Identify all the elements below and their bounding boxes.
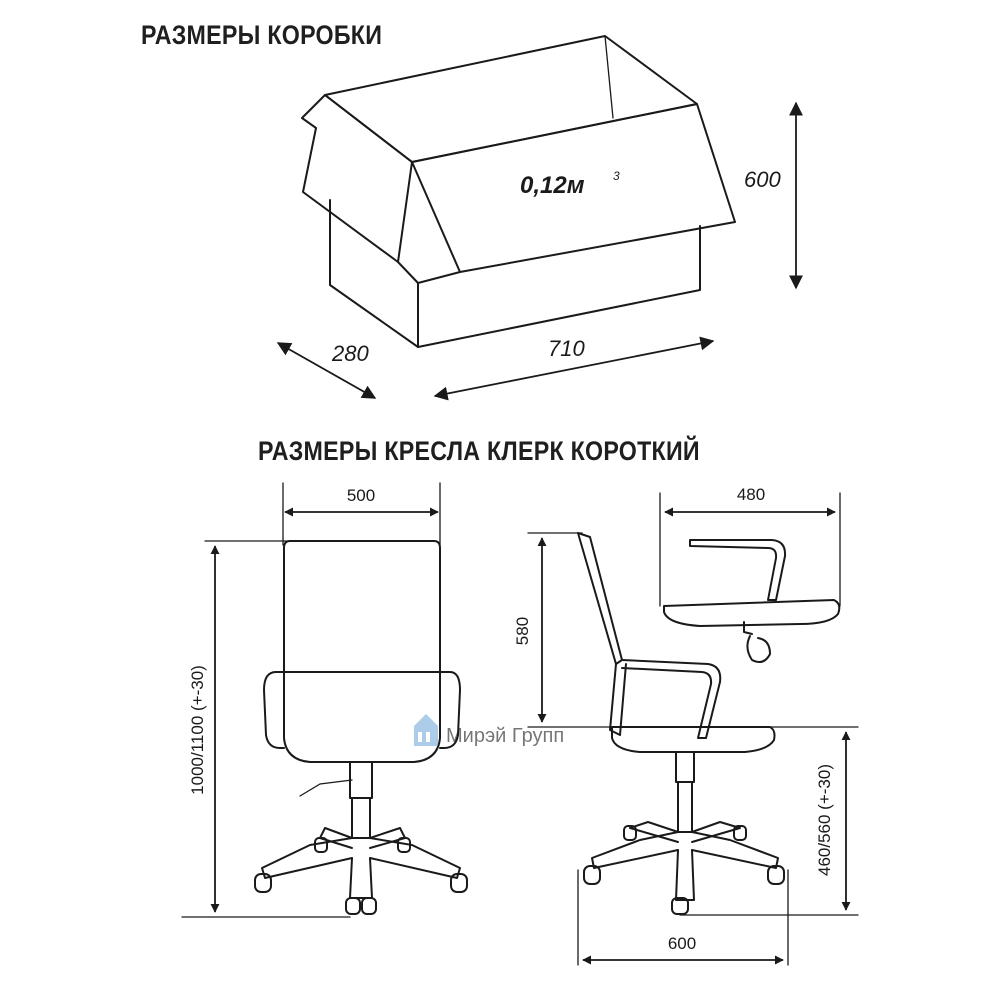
chair-front-view: 500: [181, 482, 468, 918]
box-volume-superscript: 3: [613, 169, 620, 183]
side-armrest: [621, 659, 722, 739]
front-wheel: [314, 837, 328, 853]
front-wheel: [361, 897, 377, 915]
watermark-text: Мирэй Групп: [446, 725, 564, 747]
front-wheel: [397, 837, 411, 853]
side-base-right: [691, 831, 779, 869]
box-body: [329, 199, 701, 348]
side-wheel: [733, 825, 747, 841]
box-front-flap: [411, 103, 736, 273]
total-height-label: 1000/1100 (+-30): [188, 665, 207, 795]
side-wheel: [767, 865, 785, 885]
side-base-center: [675, 849, 695, 901]
box-height-label: 600: [744, 167, 781, 192]
box-drawing: 0,12м 3 600 280 710: [276, 35, 803, 401]
detail-seat: [663, 599, 841, 627]
front-wheel: [345, 897, 361, 915]
box-title: РАЗМЕРЫ КОРОБКИ: [141, 20, 383, 50]
box-width-arrow: [433, 336, 715, 401]
front-width-label: 500: [347, 486, 375, 505]
side-backrest: [577, 532, 623, 665]
front-wheel: [254, 873, 272, 893]
front-right-armrest: [439, 671, 461, 749]
front-gas-lift: [349, 761, 373, 799]
detail-lever: [746, 635, 771, 663]
box-left-flap: [301, 94, 413, 263]
box-flap-fold: [397, 261, 461, 284]
side-base-left: [591, 831, 679, 869]
watermark-logo: Мирэй Групп: [414, 714, 564, 747]
front-wheel: [450, 873, 468, 893]
side-seat: [611, 726, 776, 753]
base-diameter-label: 600: [668, 934, 696, 953]
chair-side-view: 580 460/56: [513, 532, 859, 966]
front-seat: [283, 671, 441, 763]
seat-depth-label: 480: [737, 485, 765, 504]
side-gas-lift: [675, 751, 695, 783]
front-left-armrest: [263, 671, 285, 749]
box-depth-label: 280: [331, 341, 369, 366]
detail-armrest: [689, 539, 787, 601]
box-width-label: 710: [548, 336, 585, 361]
chair-title: РАЗМЕРЫ КРЕСЛА КЛЕРК КОРОТКИЙ: [258, 436, 700, 466]
side-wheel: [583, 865, 601, 885]
seat-detail-view: 480: [659, 485, 841, 663]
box-depth-arrow: [276, 342, 377, 399]
front-base-left: [261, 837, 353, 879]
front-backrest: [283, 540, 441, 673]
box-back-left-flap: [324, 35, 698, 163]
side-wheel: [623, 825, 637, 841]
front-base-center: [349, 857, 373, 899]
box-volume: 0,12м: [520, 172, 585, 199]
side-wheel: [671, 897, 689, 915]
seat-height-label: 460/560 (+-30): [815, 764, 834, 876]
back-height-label: 580: [513, 617, 532, 645]
box-back-edge: [604, 35, 614, 119]
side-back-post: [609, 663, 627, 736]
